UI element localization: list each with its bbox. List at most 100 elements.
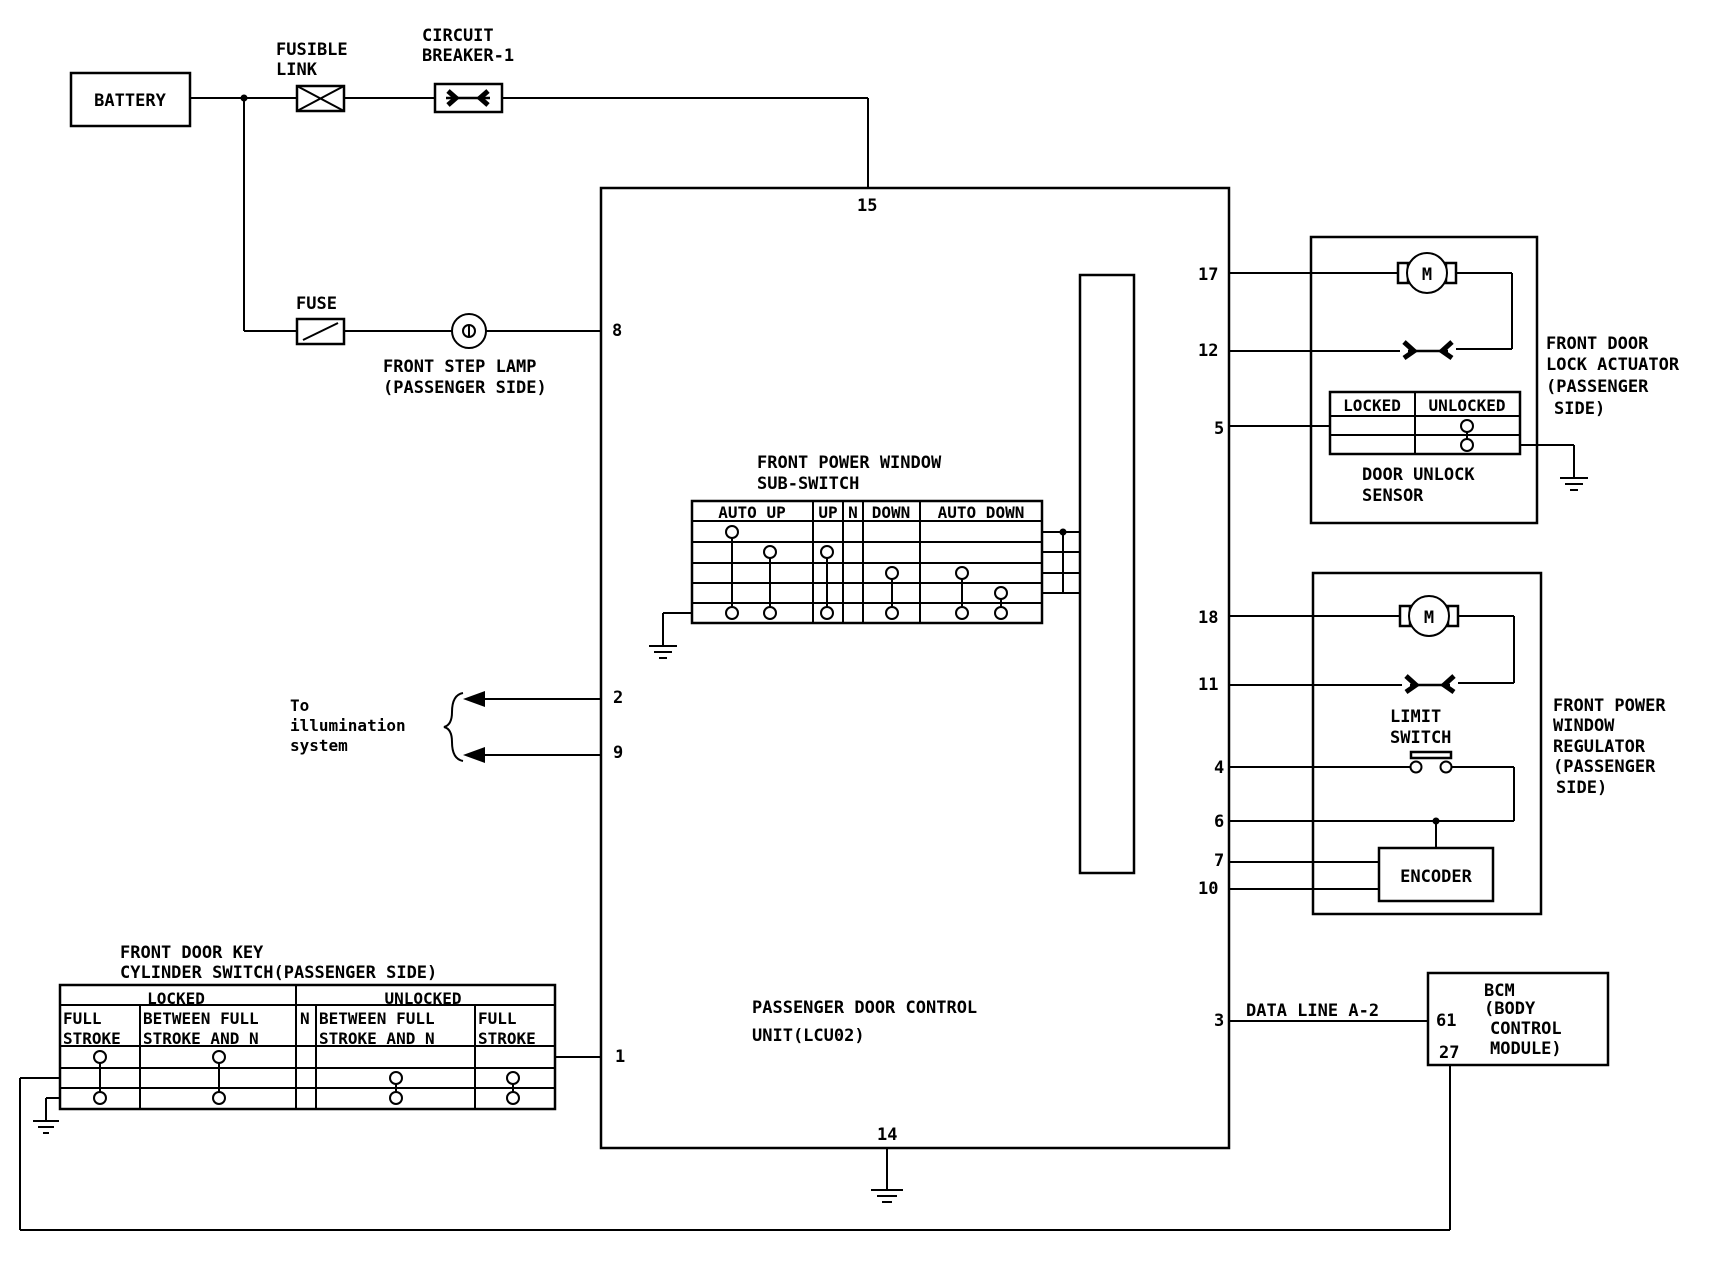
fusible-link-label-1: FUSIBLE — [276, 40, 348, 60]
pin-5: 5 — [1214, 419, 1224, 439]
key-switch-col-label: BETWEEN FULL — [143, 1009, 259, 1028]
key-switch-col-label: FULL — [478, 1009, 517, 1028]
battery-box — [69, 71, 192, 128]
sensor-header: UNLOCKED — [1428, 396, 1505, 415]
bcm: DATA LINE A-2 61 27 BCM (BODY CONTROL MO… — [19, 971, 1610, 1231]
key-switch-col-label: STROKE AND N — [143, 1029, 259, 1048]
brace-icon — [443, 692, 464, 762]
key-switch-col-label: BETWEEN FULL — [319, 1009, 435, 1028]
sub-switch-header: DOWN — [872, 503, 911, 522]
bcm-box — [1426, 971, 1610, 1067]
limit-switch-icon — [1409, 760, 1423, 774]
pin-1: 1 — [615, 1047, 625, 1067]
key-switch-locked: LOCKED — [147, 989, 205, 1008]
step-lamp-label-1: FRONT STEP LAMP — [383, 357, 537, 377]
data-line-label: DATA LINE A-2 — [1246, 1001, 1379, 1021]
pin-17: 17 — [1198, 265, 1218, 285]
pin-12: 12 — [1198, 341, 1218, 361]
lcu-label-1: PASSENGER DOOR CONTROL — [752, 998, 977, 1018]
bcm-label-4: MODULE) — [1490, 1039, 1562, 1059]
sensor-label-1: DOOR UNLOCK — [1362, 465, 1475, 485]
lcu-unit: PASSENGER DOOR CONTROL UNIT(LCU02) 15 8 … — [599, 186, 1231, 1203]
limit-switch-label-2: SWITCH — [1390, 728, 1451, 748]
regulator-label-1: FRONT POWER — [1553, 696, 1666, 716]
illumination-label-2: illumination — [290, 716, 406, 735]
contact-point — [1460, 419, 1474, 433]
contact-points — [93, 1050, 520, 1105]
motor-label: M — [1422, 265, 1432, 285]
pin-11: 11 — [1198, 675, 1218, 695]
key-switch-title-1: FRONT DOOR KEY — [120, 943, 264, 963]
junction-dot — [1059, 528, 1067, 536]
bcm-label-1: BCM — [1484, 981, 1515, 1001]
pin-10: 10 — [1198, 879, 1218, 899]
contact-point — [1460, 438, 1474, 452]
pin-4: 4 — [1214, 758, 1224, 778]
pin-14: 14 — [877, 1125, 897, 1145]
motor-icon — [1406, 252, 1448, 294]
lock-actuator-label-4: SIDE) — [1554, 399, 1605, 419]
key-switch-title-2: CYLINDER SWITCH(PASSENGER SIDE) — [120, 963, 437, 983]
illumination-label-1: To — [290, 696, 309, 715]
circuit-breaker-label-1: CIRCUIT — [422, 26, 494, 46]
limit-switch-label-1: LIMIT — [1390, 707, 1441, 727]
fuse-label: FUSE — [296, 294, 337, 314]
sub-switch-title-2: SUB-SWITCH — [757, 474, 859, 494]
battery-label: BATTERY — [94, 91, 166, 111]
pin-3: 3 — [1214, 1011, 1224, 1031]
sub-switch-header: UP — [818, 503, 837, 522]
encoder-label: ENCODER — [1400, 867, 1472, 887]
key-switch-col-label: STROKE AND N — [319, 1029, 435, 1048]
ground-icon — [33, 1120, 59, 1134]
motor-label: M — [1424, 608, 1434, 628]
bcm-label-2: (BODY — [1484, 999, 1536, 1019]
pin-9: 9 — [613, 743, 623, 763]
sub-switch-header: AUTO UP — [718, 503, 785, 522]
key-switch-col-label: N — [300, 1009, 310, 1028]
regulator-label-2: WINDOW — [1553, 716, 1615, 736]
key-switch-col-label: STROKE — [478, 1029, 536, 1048]
regulator-label-3: REGULATOR — [1553, 737, 1646, 757]
key-switch-col-label: FULL — [63, 1009, 102, 1028]
pin-18: 18 — [1198, 608, 1218, 628]
lock-actuator-label-3: (PASSENGER — [1546, 377, 1649, 397]
bcm-pin-61: 61 — [1436, 1011, 1456, 1031]
lcu-internal-bus — [1078, 273, 1136, 875]
lock-actuator-label-1: FRONT DOOR — [1546, 334, 1649, 354]
lock-actuator: M LOCKED UNLOCKED DOOR UNLOCK SENSOR FRO… — [1229, 235, 1680, 525]
pin-15: 15 — [857, 196, 877, 216]
sensor-label-2: SENSOR — [1362, 486, 1424, 506]
key-switch-col-label: STROKE — [63, 1029, 121, 1048]
illumination-outputs: To illumination system — [290, 691, 601, 763]
motor-icon — [1408, 595, 1450, 637]
pin-2: 2 — [613, 688, 623, 708]
sensor-header: LOCKED — [1343, 396, 1401, 415]
bcm-pin-27: 27 — [1439, 1043, 1459, 1063]
arrow-left-icon — [463, 747, 485, 763]
key-switch-unlocked: UNLOCKED — [384, 989, 461, 1008]
step-lamp-label-2: (PASSENGER SIDE) — [383, 378, 547, 398]
arrow-left-icon — [463, 691, 485, 707]
contact-points — [725, 525, 1008, 620]
ground-icon — [871, 1189, 903, 1203]
regulator-label-5: SIDE) — [1556, 778, 1607, 798]
circuit-breaker-label-2: BREAKER-1 — [422, 46, 514, 66]
illumination-label-3: system — [290, 736, 348, 755]
pin-7: 7 — [1214, 851, 1224, 871]
encoder-box — [1377, 846, 1495, 903]
bcm-label-3: CONTROL — [1490, 1019, 1562, 1039]
sub-switch-header: AUTO DOWN — [938, 503, 1025, 522]
fusible-link-label-2: LINK — [276, 60, 318, 80]
sub-switch: FRONT POWER WINDOW SUB-SWITCH AUTO UP UP… — [649, 453, 1080, 659]
window-regulator: M LIMIT SWITCH ENCODER FRONT POWER WINDO… — [1229, 571, 1666, 916]
sub-switch-title-1: FRONT POWER WINDOW — [757, 453, 942, 473]
junction-dot — [1432, 817, 1440, 825]
power-supply: BATTERY FUSIBLE LINK CIRCUIT BREAKER-1 F… — [69, 26, 869, 398]
pin-8: 8 — [612, 321, 622, 341]
regulator-label-4: (PASSENGER — [1553, 757, 1656, 777]
unlock-sensor-table — [1328, 390, 1522, 456]
key-cylinder-switch: FRONT DOOR KEY CYLINDER SWITCH(PASSENGER… — [33, 943, 601, 1134]
pin-6: 6 — [1214, 812, 1224, 832]
